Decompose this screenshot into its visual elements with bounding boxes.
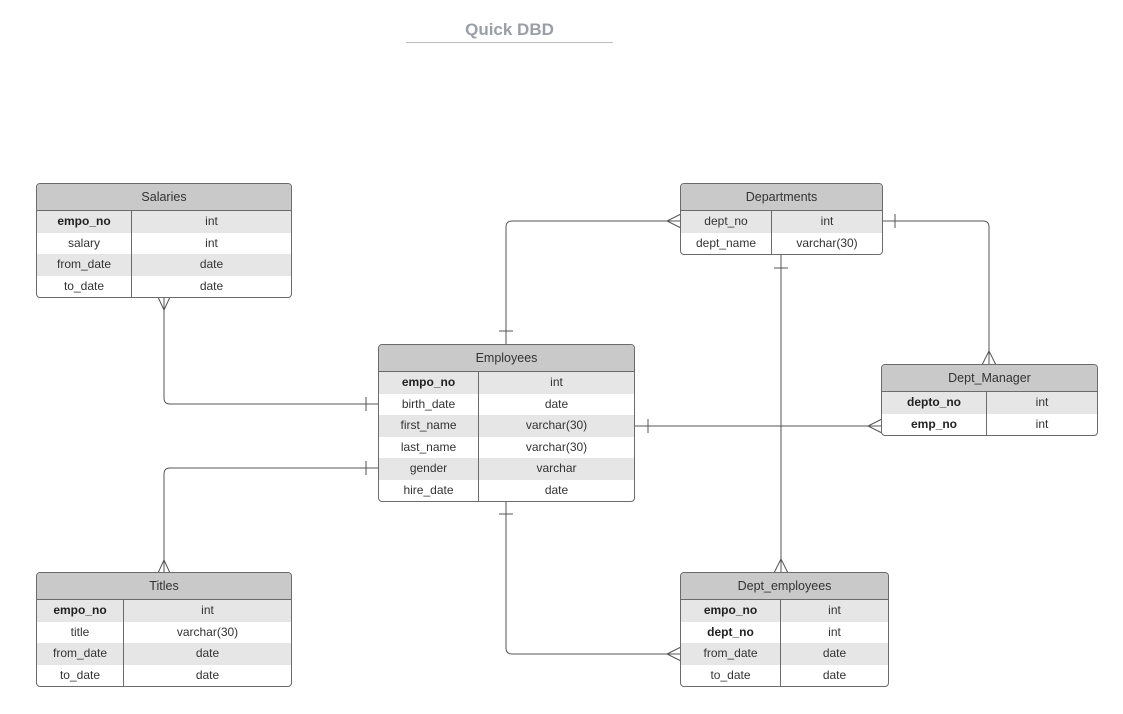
field-type: int <box>205 235 218 250</box>
table-row: salary int <box>37 232 291 254</box>
table-row: emp_no int <box>882 413 1097 435</box>
field-name: dept_name <box>681 232 772 254</box>
table-row: empo_no int <box>37 600 291 622</box>
field-type: date <box>544 482 569 497</box>
table-row: last_name varchar(30) <box>379 436 634 458</box>
field-type: int <box>828 603 841 617</box>
field-name: salary <box>37 232 132 254</box>
table-header: Employees <box>379 345 634 372</box>
crowfoot-salaries <box>157 296 171 312</box>
table-row: dept_no int <box>681 211 882 233</box>
field-type: date <box>199 257 224 271</box>
field-name: hire_date <box>379 479 479 501</box>
table-row: from_date date <box>681 643 888 665</box>
table-row: from_date date <box>37 643 291 665</box>
field-name: empo_no <box>379 372 479 394</box>
field-type: int <box>205 214 218 228</box>
field-name: to_date <box>37 275 132 297</box>
field-name: title <box>37 621 124 643</box>
field-type: varchar(30) <box>525 418 588 432</box>
table-header: Dept_employees <box>681 573 888 600</box>
table-row: to_date date <box>37 664 291 686</box>
field-name: empo_no <box>681 600 781 622</box>
field-type: varchar(30) <box>525 439 588 454</box>
table-header: Salaries <box>37 184 291 211</box>
field-type: date <box>822 646 847 660</box>
field-name: gender <box>379 458 479 480</box>
diagram-title: Quick DBD <box>406 20 613 43</box>
field-name: from_date <box>37 254 132 276</box>
table-row: depto_no int <box>882 392 1097 414</box>
field-name: to_date <box>37 664 124 686</box>
crowfoot-deptmanager-left <box>866 418 883 434</box>
field-name: dept_no <box>681 621 781 643</box>
table-row: empo_no int <box>37 211 291 233</box>
field-name: dept_no <box>681 211 772 233</box>
field-type: int <box>828 624 841 639</box>
link-employees-deptemployees <box>505 500 681 655</box>
table-row: hire_date date <box>379 479 634 501</box>
field-type: int <box>550 375 563 389</box>
link-employees-departments <box>505 220 681 345</box>
field-type: date <box>195 646 220 660</box>
table-row: first_name varchar(30) <box>379 415 634 437</box>
field-name: birth_date <box>379 393 479 415</box>
link-departments-deptmanager <box>882 220 990 365</box>
link-titles-employees <box>163 467 379 573</box>
table-row: gender varchar <box>379 458 634 480</box>
table-row: empo_no int <box>681 600 888 622</box>
field-type: varchar(30) <box>796 235 858 250</box>
field-name: to_date <box>681 664 781 686</box>
table-header: Titles <box>37 573 291 600</box>
field-type: date <box>199 278 224 293</box>
field-type: int <box>201 603 214 617</box>
table-row: dept_name varchar(30) <box>681 232 882 254</box>
field-type: date <box>822 667 847 682</box>
field-name: emp_no <box>882 413 987 435</box>
table-header: Departments <box>681 184 882 211</box>
field-type: varchar(30) <box>176 624 239 639</box>
table-row: empo_no int <box>379 372 634 394</box>
field-type: int <box>820 214 834 228</box>
table-row: to_date date <box>681 664 888 686</box>
field-type: int <box>1035 416 1049 431</box>
field-name: depto_no <box>882 392 987 414</box>
field-name: from_date <box>37 643 124 665</box>
table-row: birth_date date <box>379 393 634 415</box>
crowfoot-deptmanager-top <box>981 349 997 366</box>
field-name: first_name <box>379 415 479 437</box>
table-header: Dept_Manager <box>882 365 1097 392</box>
table-body: dept_no int dept_name varchar(30) <box>681 211 882 254</box>
field-name: empo_no <box>37 600 124 622</box>
field-name: from_date <box>681 643 781 665</box>
table-row: from_date date <box>37 254 291 276</box>
crowfoot-deptemployees-left <box>665 646 682 662</box>
field-name: empo_no <box>37 211 132 233</box>
crowfoot-departments-left <box>665 213 682 229</box>
table-row: title varchar(30) <box>37 621 291 643</box>
crowfoot-deptemployees-top <box>773 557 789 574</box>
field-type: date <box>544 396 569 411</box>
field-type: int <box>1035 395 1049 409</box>
crowfoot-titles <box>157 558 171 574</box>
field-type: date <box>195 667 220 682</box>
table-row: to_date date <box>37 275 291 297</box>
link-salaries-employees <box>163 297 379 405</box>
field-name: last_name <box>379 436 479 458</box>
table-row: dept_no int <box>681 621 888 643</box>
field-type: varchar <box>536 461 577 475</box>
